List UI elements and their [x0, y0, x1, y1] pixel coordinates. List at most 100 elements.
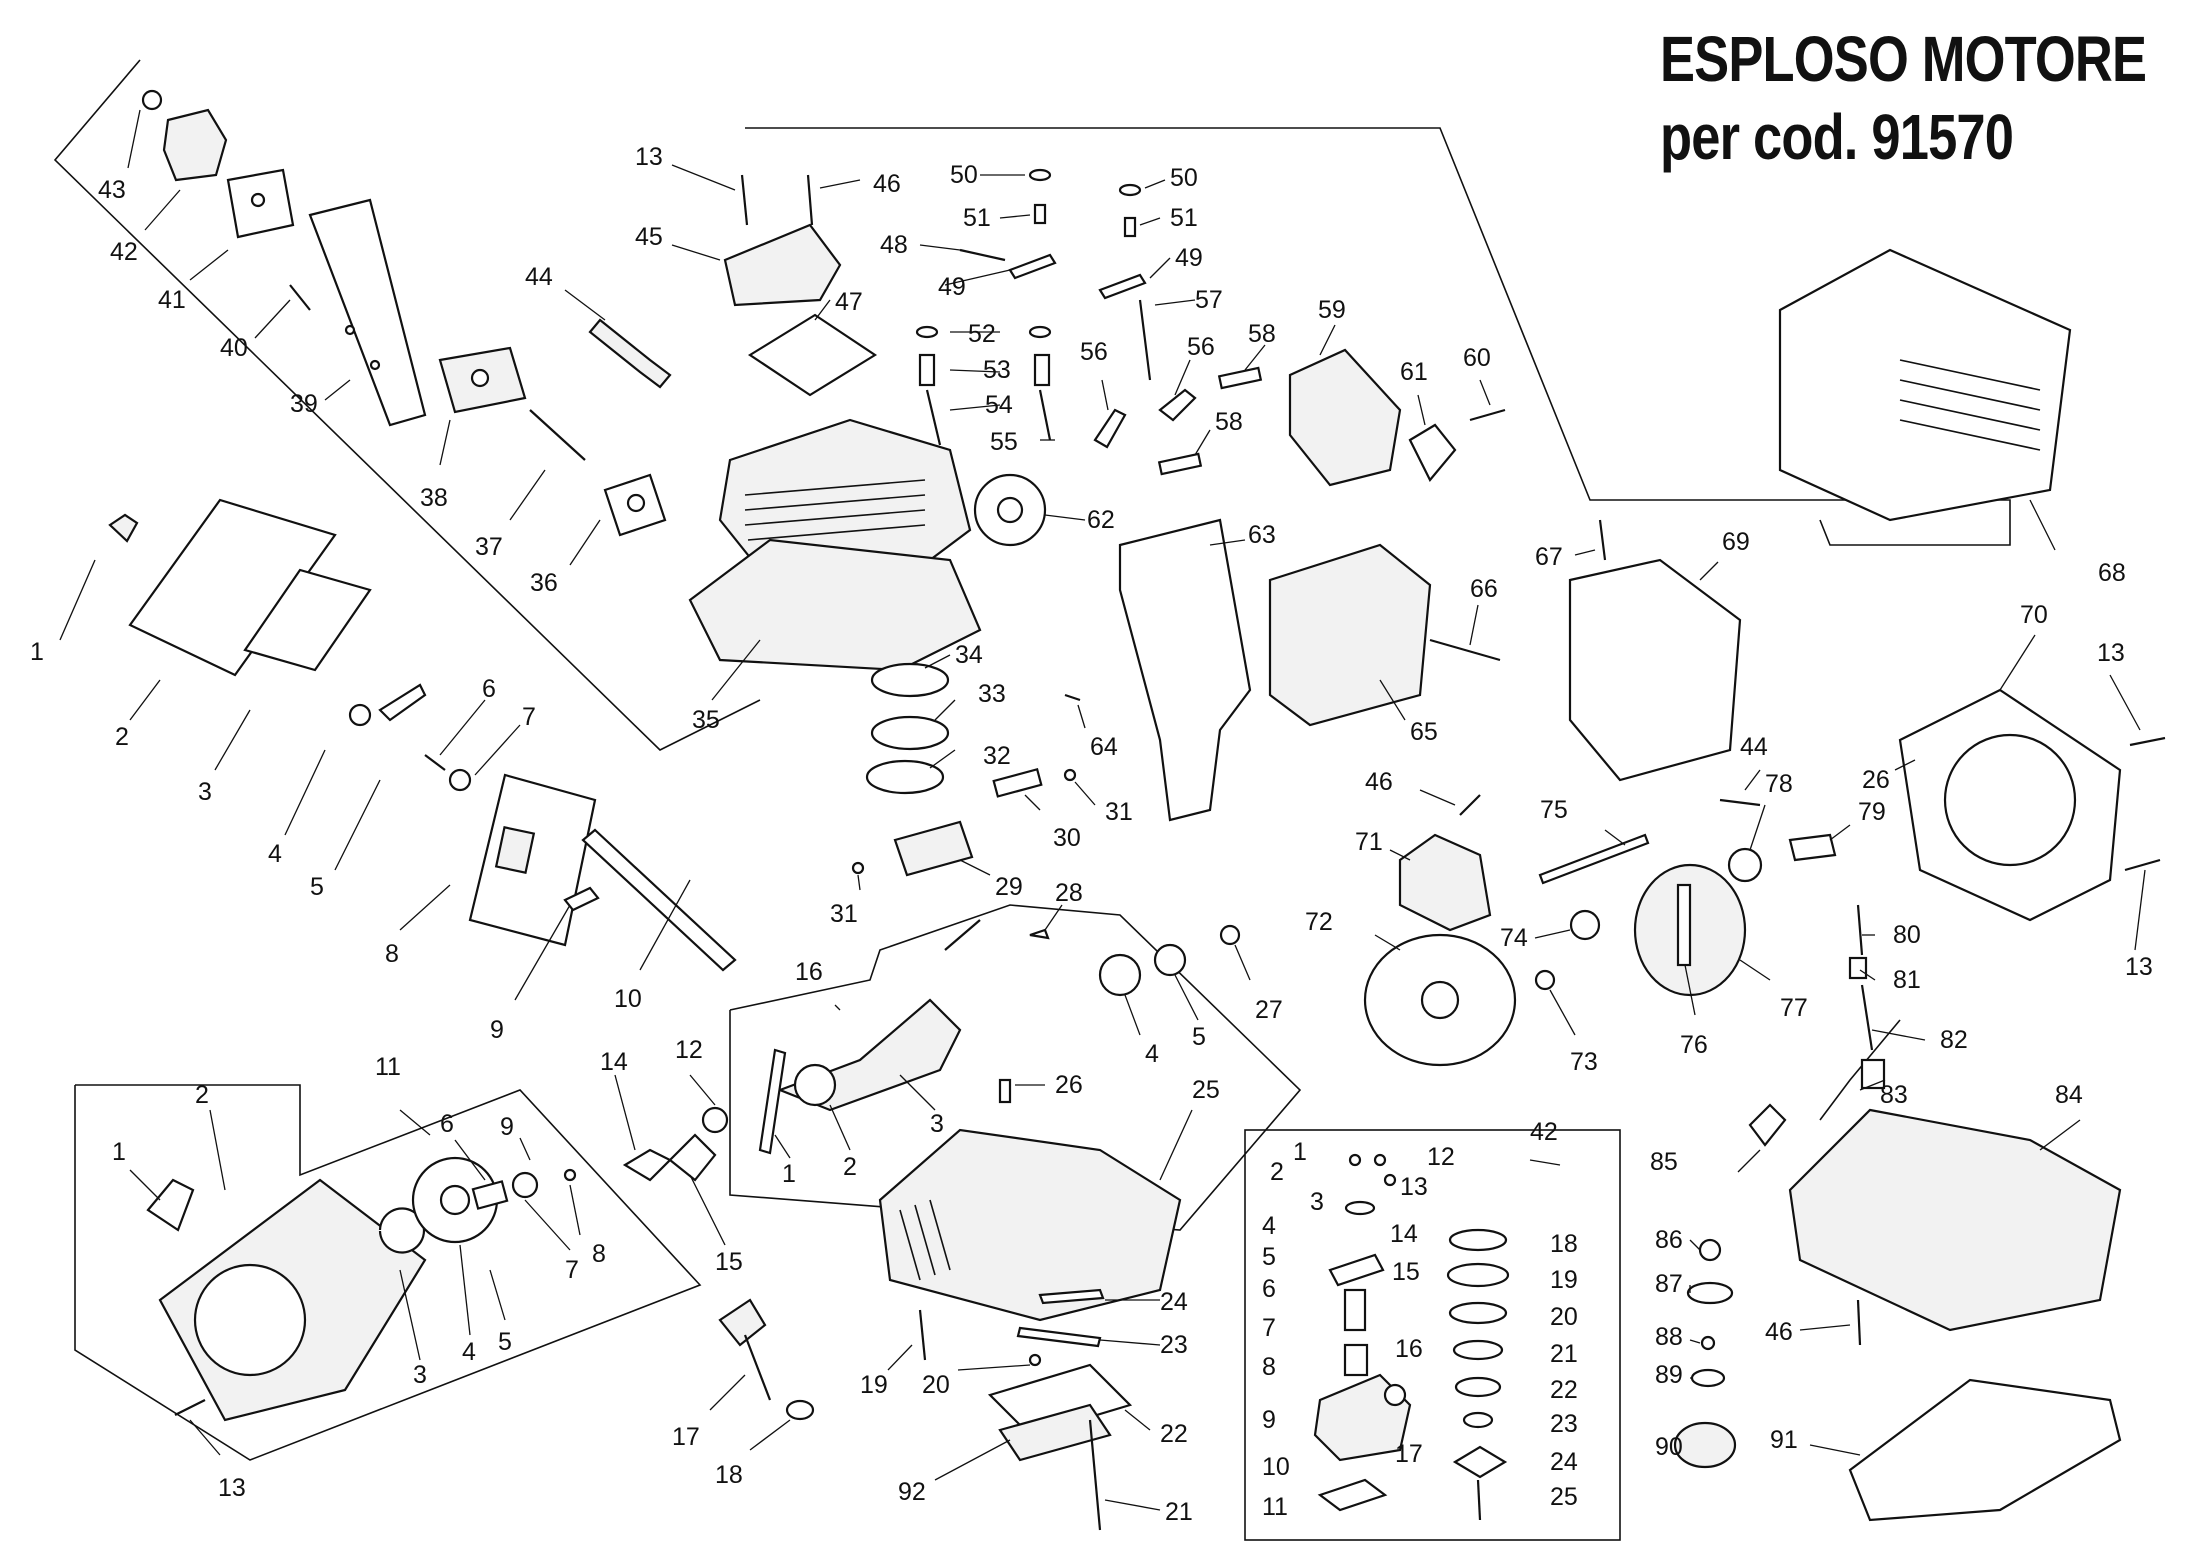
callout-label: 49	[1175, 244, 1203, 272]
callout-label: 32	[983, 742, 1011, 770]
part-39-shield	[308, 198, 427, 427]
callout-label: 33	[978, 680, 1006, 708]
carb-part-1	[1348, 1153, 1362, 1167]
callout-label: 75	[1540, 796, 1568, 824]
callout-label: 61	[1400, 358, 1428, 386]
callout-label: 19	[1550, 1266, 1578, 1294]
carb-part-11	[1317, 1478, 1388, 1512]
part-2-filter-cover	[128, 498, 337, 677]
part-46-screw-top	[806, 174, 814, 226]
part-1-knob	[108, 513, 139, 543]
callout-label: 24	[1550, 1448, 1578, 1476]
callout-label: 31	[1105, 798, 1133, 826]
callout-label: 22	[1550, 1376, 1578, 1404]
part-15-ratchet	[668, 1133, 717, 1182]
part-52-retainer-b	[1028, 325, 1052, 339]
callout-label: 46	[1765, 1318, 1793, 1346]
part-34-ring	[870, 662, 950, 698]
callout-label: 2	[115, 723, 129, 751]
callout-label: 43	[98, 176, 126, 204]
part-2-bearing	[793, 1063, 837, 1107]
part-31-clip	[1063, 768, 1077, 782]
part-12-washer	[701, 1106, 729, 1134]
callout-label: 60	[1463, 344, 1491, 372]
part-44-spark-plug	[588, 318, 672, 389]
callout-label: 4	[268, 840, 282, 868]
part-43-cap	[141, 89, 163, 111]
callout-label: 7	[522, 703, 536, 731]
callout-label: 9	[1262, 1406, 1276, 1434]
part-58-pin-b	[1157, 452, 1203, 476]
callout-label: 11	[1262, 1493, 1288, 1521]
part-5-gear	[1153, 943, 1187, 977]
part-32-ring	[865, 759, 945, 795]
part-7-washer	[511, 1171, 539, 1199]
callout-label: 85	[1650, 1148, 1678, 1176]
callout-label: 73	[1570, 1048, 1598, 1076]
callout-label: 76	[1680, 1031, 1708, 1059]
callout-label: 13	[218, 1474, 246, 1502]
callout-label: 47	[835, 288, 863, 316]
part-51-spring	[1033, 203, 1047, 225]
callout-label: 74	[1500, 924, 1528, 952]
callout-label: 2	[1270, 1158, 1284, 1186]
part-71-ignition-coil	[1398, 833, 1492, 932]
callout-label: 7	[1262, 1314, 1276, 1342]
callout-label: 84	[2055, 1081, 2083, 1109]
callout-label: 1	[112, 1138, 126, 1166]
part-84-fuel-tank	[1788, 1108, 2122, 1332]
part-14-pawl-plate	[622, 1148, 672, 1182]
callout-label: 89	[1655, 1361, 1683, 1389]
part-27-seal	[1219, 924, 1241, 946]
callout-label: 1	[1293, 1138, 1307, 1166]
callout-label: 4	[1262, 1212, 1276, 1240]
callout-label: 12	[1427, 1143, 1455, 1171]
part-30-piston-pin	[992, 767, 1043, 798]
part-50-cap-b	[1118, 183, 1142, 197]
part-48-pin	[959, 248, 1006, 262]
part-83-grommet	[1860, 1058, 1886, 1090]
part-79-bolt	[1788, 833, 1837, 862]
callout-label: 64	[1090, 733, 1118, 761]
part-31-clip-b	[851, 861, 865, 875]
part-87-cap-part	[1686, 1281, 1734, 1305]
part-28-key	[1029, 928, 1050, 940]
part-57-pushrod	[1138, 299, 1152, 381]
callout-label: 35	[692, 706, 720, 734]
callout-label: 23	[1160, 1331, 1188, 1359]
carb-part-18	[1448, 1228, 1508, 1252]
callout-label: 30	[1053, 824, 1081, 852]
part-45-valve-cover	[723, 223, 842, 307]
callout-label: 27	[1255, 996, 1283, 1024]
callout-label: 62	[1087, 506, 1115, 534]
carb-part-16	[1343, 1288, 1367, 1332]
callout-label: 2	[195, 1081, 209, 1109]
part-53-spring	[918, 353, 936, 387]
callout-label: 3	[198, 778, 212, 806]
callout-label: 38	[420, 484, 448, 512]
part-18-o-ring	[785, 1399, 815, 1421]
part-1-deflector	[758, 1048, 787, 1155]
part-19-bolt	[918, 1309, 927, 1361]
part-5-bracket	[378, 683, 427, 722]
part-59-cam-cover	[1288, 348, 1402, 487]
callout-label: 91	[1770, 1426, 1798, 1454]
callout-label: 71	[1355, 828, 1383, 856]
part-54-valve	[925, 389, 942, 446]
callout-label: 13	[1400, 1173, 1428, 1201]
callout-label: 2	[843, 1153, 857, 1181]
part-3-filter	[243, 568, 372, 672]
callout-label: 66	[1470, 575, 1498, 603]
part-47-gasket	[747, 313, 878, 397]
callout-label: 25	[1550, 1483, 1578, 1511]
part-63-bracket	[1118, 518, 1252, 822]
callout-label: 69	[1722, 528, 1750, 556]
callout-label: 51	[963, 204, 991, 232]
part-7-seal	[448, 768, 472, 792]
diagram-title: ESPLOSO MOTORE	[1660, 23, 2147, 95]
part-20-screw	[1028, 1353, 1042, 1367]
part-86-seal	[1698, 1238, 1722, 1262]
parts	[108, 89, 2166, 1531]
callout-label: 16	[1395, 1335, 1423, 1363]
part-6-screw	[424, 754, 446, 771]
